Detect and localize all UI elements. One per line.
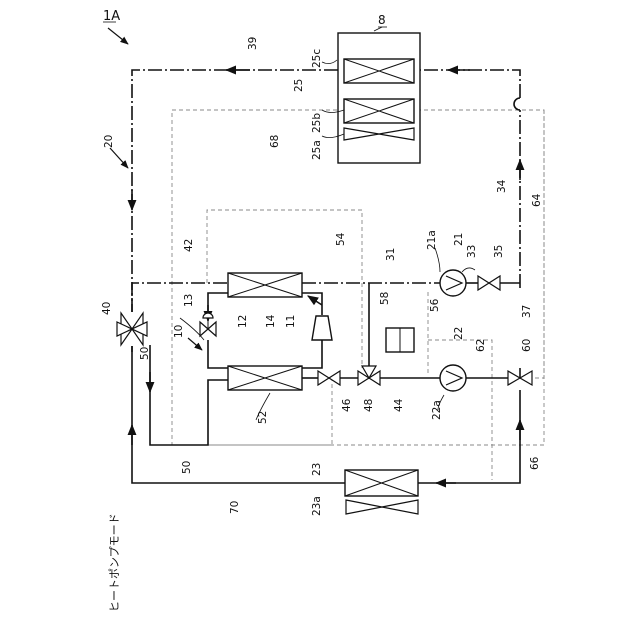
- ref-13: 13: [183, 294, 195, 307]
- ref-42: 42: [183, 239, 195, 252]
- ref-66: 66: [529, 456, 541, 470]
- ref-56: 56: [429, 298, 441, 312]
- pipe-loop-13: [208, 340, 228, 368]
- ref-10: 10: [173, 325, 185, 338]
- ref-34: 34: [496, 179, 508, 193]
- pipe-crossover: [514, 98, 520, 110]
- ref-50-lower: 50: [181, 461, 193, 474]
- expansion-valve-13: [200, 313, 216, 336]
- ref-58: 58: [379, 292, 391, 305]
- unit-8-housing: [338, 33, 420, 163]
- ref-21: 21: [453, 233, 465, 246]
- ref-25c: 25c: [311, 49, 323, 68]
- pump-21: [440, 270, 466, 296]
- ref-12: 12: [237, 315, 249, 328]
- ref-11: 11: [285, 315, 297, 328]
- ref-52: 52: [257, 411, 269, 424]
- ref-25a: 25a: [311, 140, 323, 160]
- ref-54: 54: [335, 232, 347, 246]
- ref-40: 40: [101, 302, 113, 315]
- arrow-loop-11: [308, 296, 322, 305]
- control-line-64: [534, 110, 544, 378]
- pipe-loop-11b: [302, 340, 322, 368]
- ref-70: 70: [229, 501, 241, 514]
- ref-20: 20: [103, 135, 115, 148]
- ref-64: 64: [531, 193, 543, 207]
- unit-8: [338, 33, 420, 163]
- compressor-11: [312, 316, 332, 340]
- ref-25b: 25b: [311, 113, 323, 133]
- ref-37: 37: [521, 305, 533, 318]
- ref-23a: 23a: [311, 496, 323, 516]
- ref-14: 14: [265, 314, 277, 328]
- ref-25: 25: [293, 79, 305, 92]
- ref-60: 60: [521, 339, 533, 352]
- ref-39: 39: [247, 37, 259, 50]
- reference-numerals: 39 25c 25 25b 25a 68 20 34 64 54 42 31 2…: [101, 37, 543, 516]
- ref-68: 68: [269, 135, 281, 148]
- ref-21a: 21a: [426, 230, 438, 250]
- ref-48: 48: [363, 399, 375, 412]
- fan-23a: [346, 500, 418, 514]
- ref-22a: 22a: [431, 400, 443, 420]
- mode-caption: ヒートポンプモード: [108, 513, 121, 612]
- radiator-23: [345, 470, 418, 514]
- ref-31: 31: [385, 248, 397, 261]
- pipe-42: [132, 283, 228, 312]
- figure-10-arrow: [188, 338, 202, 350]
- ref-23: 23: [311, 463, 323, 476]
- ref-35: 35: [493, 245, 505, 258]
- figure-label-arrow: [108, 28, 128, 44]
- valve-46: [318, 371, 340, 385]
- leader-lines: [180, 27, 475, 420]
- ref-46: 46: [341, 398, 353, 412]
- four-way-valve-40: [117, 313, 147, 345]
- ref-33: 33: [466, 245, 478, 258]
- heat-exchanger-12: [228, 273, 302, 297]
- pipe-50b: [150, 345, 228, 445]
- ref-44: 44: [393, 398, 405, 412]
- heat-exchanger-14: [228, 366, 302, 390]
- pump-22: [440, 365, 466, 391]
- figure-20-arrow: [110, 148, 128, 168]
- ref-22: 22: [453, 327, 465, 340]
- unit-8-label: 8: [378, 13, 386, 27]
- ref-62: 62: [475, 339, 487, 352]
- valve-48: [358, 366, 380, 385]
- valve-35: [478, 276, 500, 290]
- pipe-34-top: [420, 70, 520, 98]
- ref-50-upper: 50: [139, 347, 151, 360]
- controller-58: [386, 328, 414, 352]
